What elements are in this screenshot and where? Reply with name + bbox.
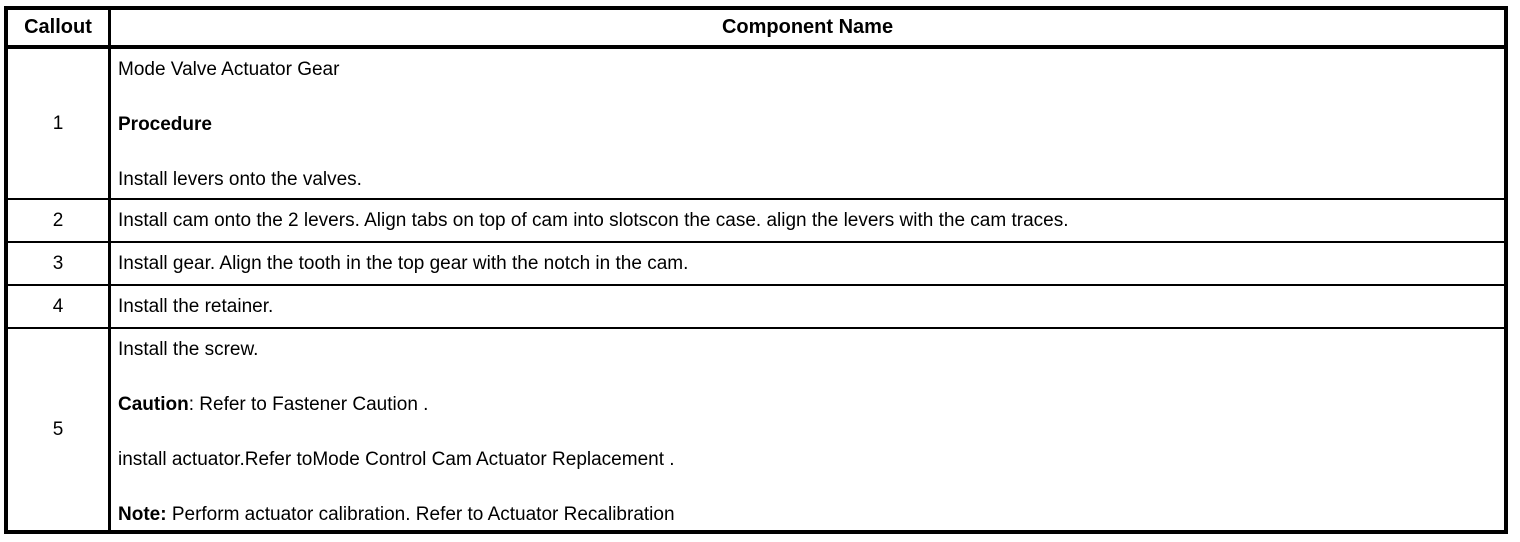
component-cell: Install gear. Align the tooth in the top… [111, 243, 1504, 284]
body-text: Install the retainer. [118, 296, 274, 317]
cell-paragraph: Mode Valve Actuator Gear [118, 58, 1497, 81]
component-table: Callout Component Name 1 Mode Valve Actu… [4, 6, 1508, 534]
callout-number: 4 [8, 286, 111, 327]
cell-paragraph: install actuator.Refer toMode Control Ca… [118, 448, 1497, 471]
body-text: Perform actuator calibration. Refer to A… [166, 504, 675, 525]
component-cell: Install cam onto the 2 levers. Align tab… [111, 200, 1504, 241]
bold-text: Caution [118, 394, 189, 415]
cell-paragraph: Install levers onto the valves. [118, 168, 1497, 191]
cell-paragraph: Install the screw. [118, 338, 1497, 361]
body-text: install actuator.Refer toMode Control Ca… [118, 449, 675, 470]
table-header-row: Callout Component Name [8, 10, 1504, 49]
bold-text: Note: [118, 504, 167, 525]
component-cell: Install the screw. Caution: Refer to Fas… [111, 329, 1504, 530]
cell-paragraph: Install gear. Align the tooth in the top… [118, 252, 688, 275]
callout-number: 3 [8, 243, 111, 284]
callout-number: 5 [8, 329, 111, 530]
body-text: Mode Valve Actuator Gear [118, 59, 340, 80]
body-text: Install cam onto the 2 levers. Align tab… [118, 210, 1069, 231]
cell-paragraph: Note: Perform actuator calibration. Refe… [118, 503, 1497, 526]
cell-paragraph: Procedure [118, 113, 1497, 136]
table-row: 4 Install the retainer. [8, 286, 1504, 329]
cell-paragraph: Install the retainer. [118, 295, 273, 318]
body-text: : Refer to Fastener Caution . [188, 394, 429, 415]
component-cell: Mode Valve Actuator Gear Procedure Insta… [111, 49, 1504, 198]
callout-number: 1 [8, 49, 111, 198]
table-row: 1 Mode Valve Actuator Gear Procedure Ins… [8, 49, 1504, 200]
bold-text: Procedure [118, 114, 212, 135]
callout-number: 2 [8, 200, 111, 241]
table-row: 2 Install cam onto the 2 levers. Align t… [8, 200, 1504, 243]
header-callout: Callout [8, 10, 111, 45]
cell-paragraph: Caution: Refer to Fastener Caution . [118, 393, 1497, 416]
component-cell: Install the retainer. [111, 286, 1504, 327]
body-text: Install the screw. [118, 339, 259, 360]
cell-paragraph: Install cam onto the 2 levers. Align tab… [118, 209, 1069, 232]
header-component-name: Component Name [721, 16, 894, 38]
table-row: 3 Install gear. Align the tooth in the t… [8, 243, 1504, 286]
body-text: Install gear. Align the tooth in the top… [118, 253, 689, 274]
body-text: Install levers onto the valves. [118, 169, 362, 190]
table-row: 5 Install the screw. Caution: Refer to F… [8, 329, 1504, 530]
